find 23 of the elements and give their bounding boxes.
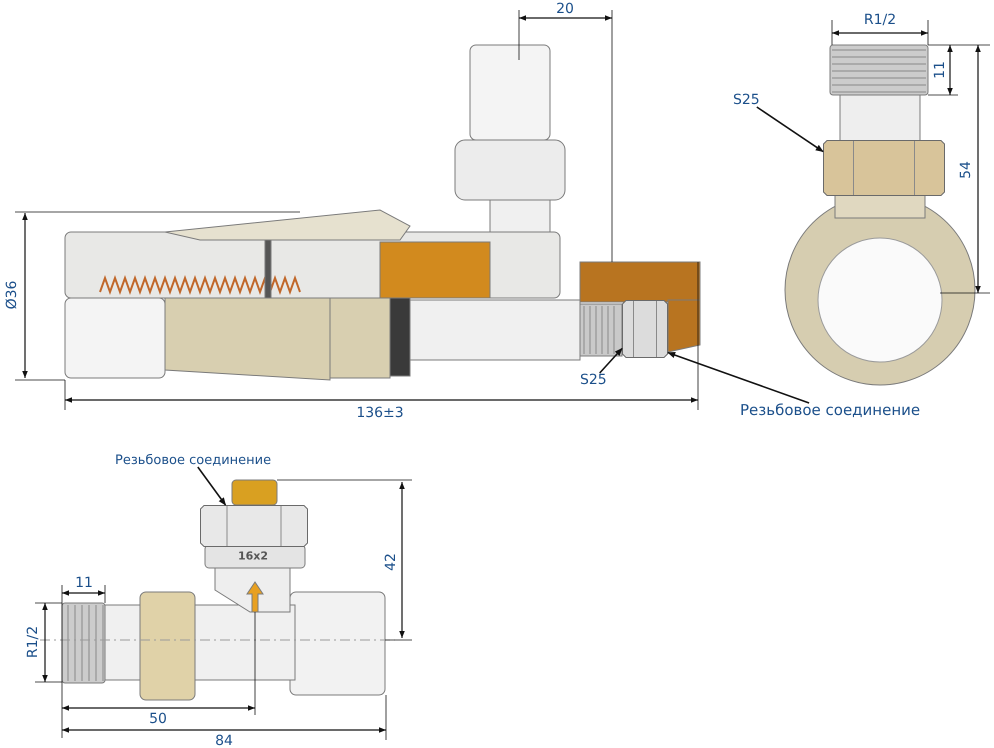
dimension-label: 136±3	[356, 406, 404, 420]
dimension-label: 11	[75, 576, 93, 590]
dimension-label: 42	[384, 553, 398, 571]
callout-label: S25	[580, 373, 607, 387]
dimension-label: 50	[149, 712, 167, 726]
dimension-label: 54	[959, 161, 973, 179]
dimension-label: 84	[215, 734, 233, 748]
size-marking: 16x2	[238, 550, 268, 562]
callout-label: Резьбовое соединение	[115, 454, 272, 467]
hex-nut	[823, 140, 945, 196]
dimension-label: 11	[933, 61, 947, 79]
dimension-label: 20	[556, 2, 574, 16]
dimension-label: Ø36	[5, 280, 19, 310]
dimension-label: R1/2	[26, 626, 40, 658]
leader-line	[599, 348, 623, 374]
leader-line	[197, 466, 226, 506]
leader-line	[756, 106, 824, 152]
hex-nut	[200, 505, 308, 547]
callout-label: S25	[733, 93, 760, 107]
callout-label: Резьбовое соединение	[740, 403, 920, 418]
leader-line	[667, 352, 810, 404]
dimension-label: R1/2	[864, 13, 896, 27]
hex-nut	[622, 300, 668, 358]
